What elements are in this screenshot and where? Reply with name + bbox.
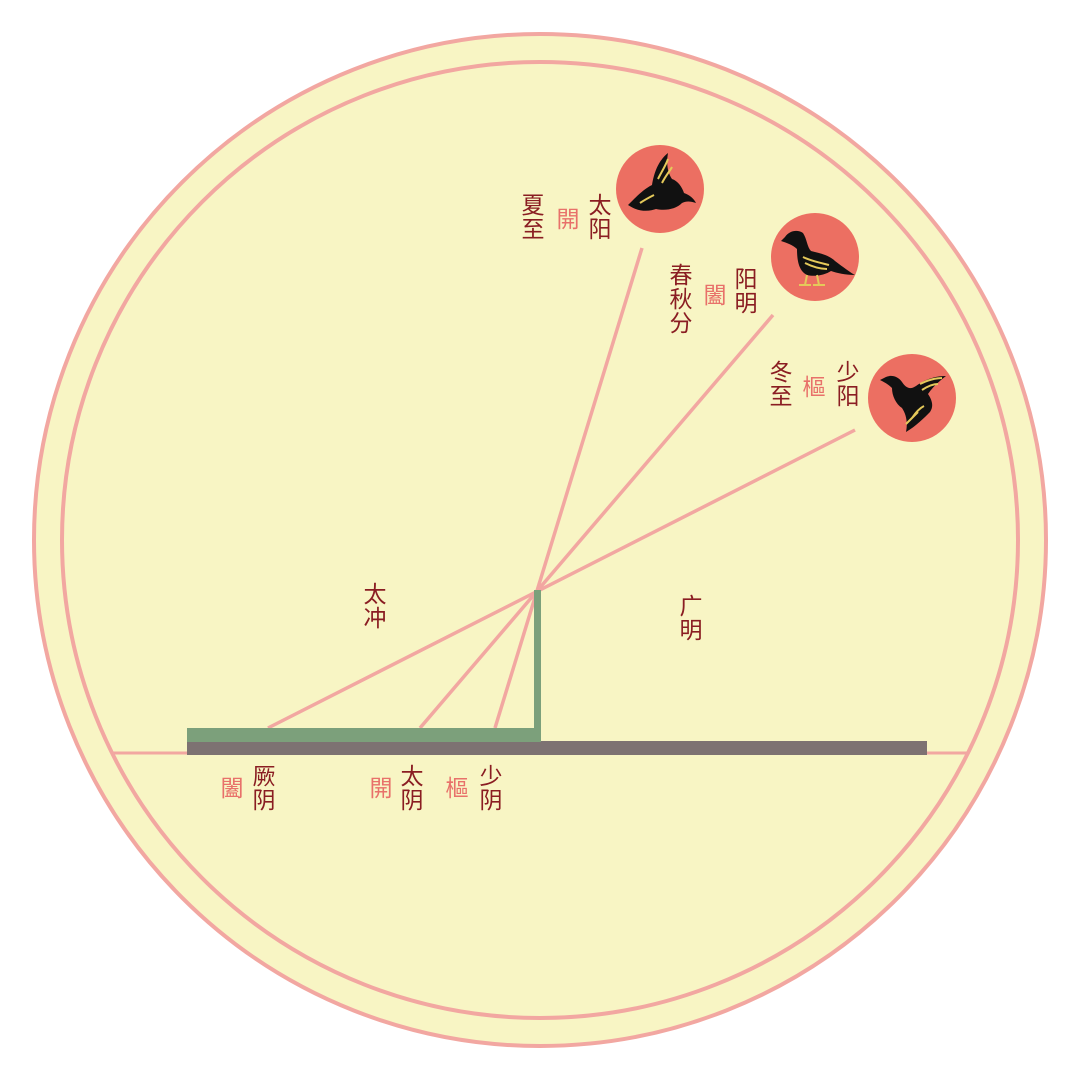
sun-rays xyxy=(267,247,856,730)
jueyin-meridian-label: 厥阴 xyxy=(248,764,276,812)
outer-disk xyxy=(34,34,1046,1046)
summer-solstice-ray xyxy=(493,247,644,729)
inner-ring xyxy=(60,60,1020,1020)
equinox-gate-label: 闔 xyxy=(699,283,725,307)
sun-summer xyxy=(616,145,704,233)
ground-bar xyxy=(187,741,927,755)
winter-gate-label: 樞 xyxy=(798,375,826,399)
shadow-bar xyxy=(187,728,540,742)
region-label-guangming: 广明 xyxy=(675,594,703,642)
winter-solstice-label: 冬至 xyxy=(765,360,792,408)
crow-standing-icon xyxy=(781,230,855,286)
winter-solstice-ray xyxy=(267,428,856,730)
shaoyin-gate-label: 樞 xyxy=(441,776,469,800)
crow-rising-icon xyxy=(880,375,946,432)
region-label-taichong: 太冲 xyxy=(359,582,387,630)
jueyin-gate-label: 闔 xyxy=(216,776,242,800)
equinox-label: 春秋分 xyxy=(665,263,693,335)
sun-equinox xyxy=(771,213,859,301)
summer-solstice-label: 夏至 xyxy=(517,193,545,241)
equinox-ray xyxy=(418,313,775,730)
crow-flying-icon xyxy=(628,153,696,211)
summer-gate-label: 開 xyxy=(552,207,578,231)
equinox-meridian-label: 阳明 xyxy=(730,267,757,315)
winter-meridian-label: 少阳 xyxy=(832,360,860,408)
taiyin-gate-label: 開 xyxy=(365,776,391,800)
taiyin-meridian-label: 太阴 xyxy=(396,764,424,812)
outer-ring xyxy=(32,32,1048,1048)
shaoyin-meridian-label: 少阴 xyxy=(475,764,503,812)
sun-winter xyxy=(868,354,956,442)
gnomon-post xyxy=(534,590,541,742)
summer-meridian-label: 太阳 xyxy=(584,193,612,241)
